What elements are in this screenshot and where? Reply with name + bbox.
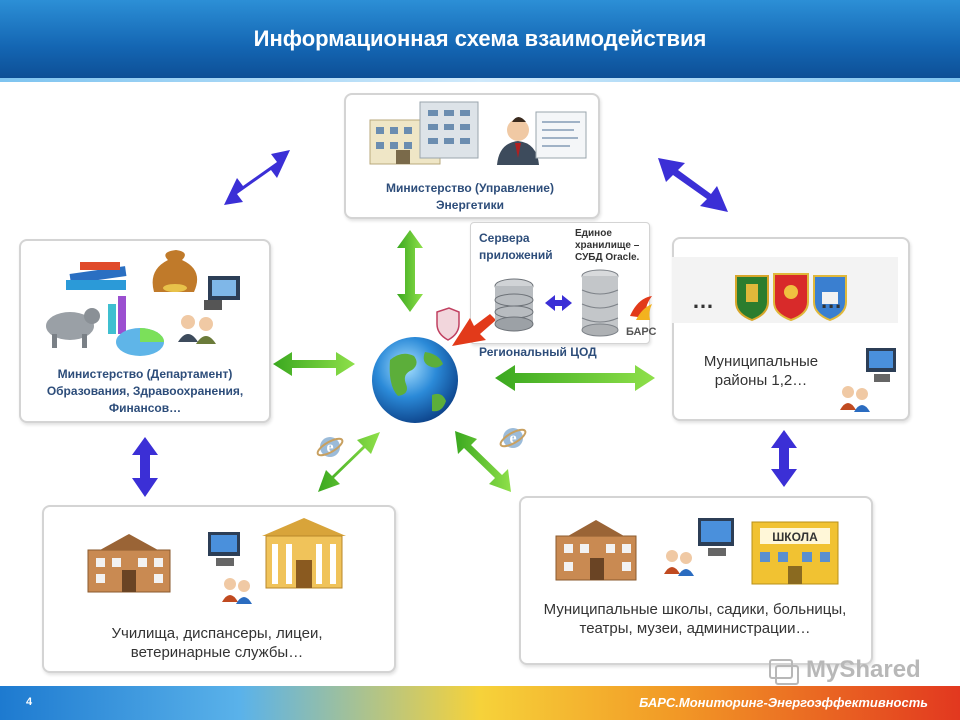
users-icon-schools: [664, 550, 694, 576]
ministry-energy-label: Министерство (Управление) Энергетики: [370, 180, 570, 214]
blue-arrow-top-left: [224, 150, 290, 205]
region-center-caption: Региональный ЦОД: [479, 344, 639, 361]
server-stack-icon: [495, 279, 533, 331]
users-icon-districts: [840, 386, 870, 412]
bars-logo-text: БАРС: [626, 326, 656, 338]
page-number: 4: [26, 696, 32, 708]
colleges-label: Училища, диспансеры, лицеи, ветеринарные…: [60, 624, 374, 662]
watermark: MyShared: [806, 656, 921, 684]
districts-ellipsis: … …: [692, 288, 892, 314]
college-building-icon: [88, 534, 170, 592]
books-icon: [66, 262, 126, 290]
green-arrow-right: [495, 365, 655, 391]
building-icon: [370, 102, 478, 164]
computer-icon-schools: [698, 518, 734, 556]
computer-icon: [204, 276, 240, 310]
money-bag-icon: [153, 250, 198, 292]
municipal-schools-label: Муниципальные школы, садики, больницы, т…: [540, 600, 850, 638]
cow-icon: [46, 308, 100, 348]
classic-building-icon: [262, 518, 346, 588]
database-icon: [582, 270, 618, 336]
blue-arrow-top-right: [658, 158, 728, 212]
internet-icon-left: e: [315, 436, 344, 459]
blue-arrow-right-down: [771, 430, 797, 487]
globe-icon: [372, 337, 458, 423]
users-icon-colleges: [222, 578, 252, 604]
bars-logo-icon: [630, 296, 652, 320]
users-icon: [178, 315, 216, 344]
servers-label: Сервера приложений: [479, 230, 571, 264]
school-sign: ШКОЛА: [772, 530, 818, 544]
internet-icon-right: e: [498, 427, 527, 450]
blue-arrow-left-down: [132, 437, 158, 497]
green-arrow-left: [273, 352, 355, 376]
computer-icon-districts: [866, 348, 896, 382]
ministry-dept-label: Министерство (Департамент) Образования, …: [34, 366, 256, 417]
watermark-logo-icon: [770, 660, 798, 684]
storage-label: Единое хранилище – СУБД Oracle.: [575, 228, 647, 264]
green-arrow-up: [397, 230, 423, 312]
shield-icon: [437, 308, 459, 340]
municipal-districts-label: Муниципальные районы 1,2…: [686, 352, 836, 390]
blue-arrow-small: [545, 295, 572, 311]
hospital-building-icon: [556, 520, 636, 580]
footer-product: БАРС.Мониторинг-Энергоэффективность: [639, 695, 928, 710]
manager-icon: [497, 112, 586, 165]
chart-icon: [108, 296, 164, 356]
footer-bar: 4 БАРС.Мониторинг-Энергоэффективность: [0, 686, 960, 720]
computer-icon-colleges: [208, 532, 240, 566]
